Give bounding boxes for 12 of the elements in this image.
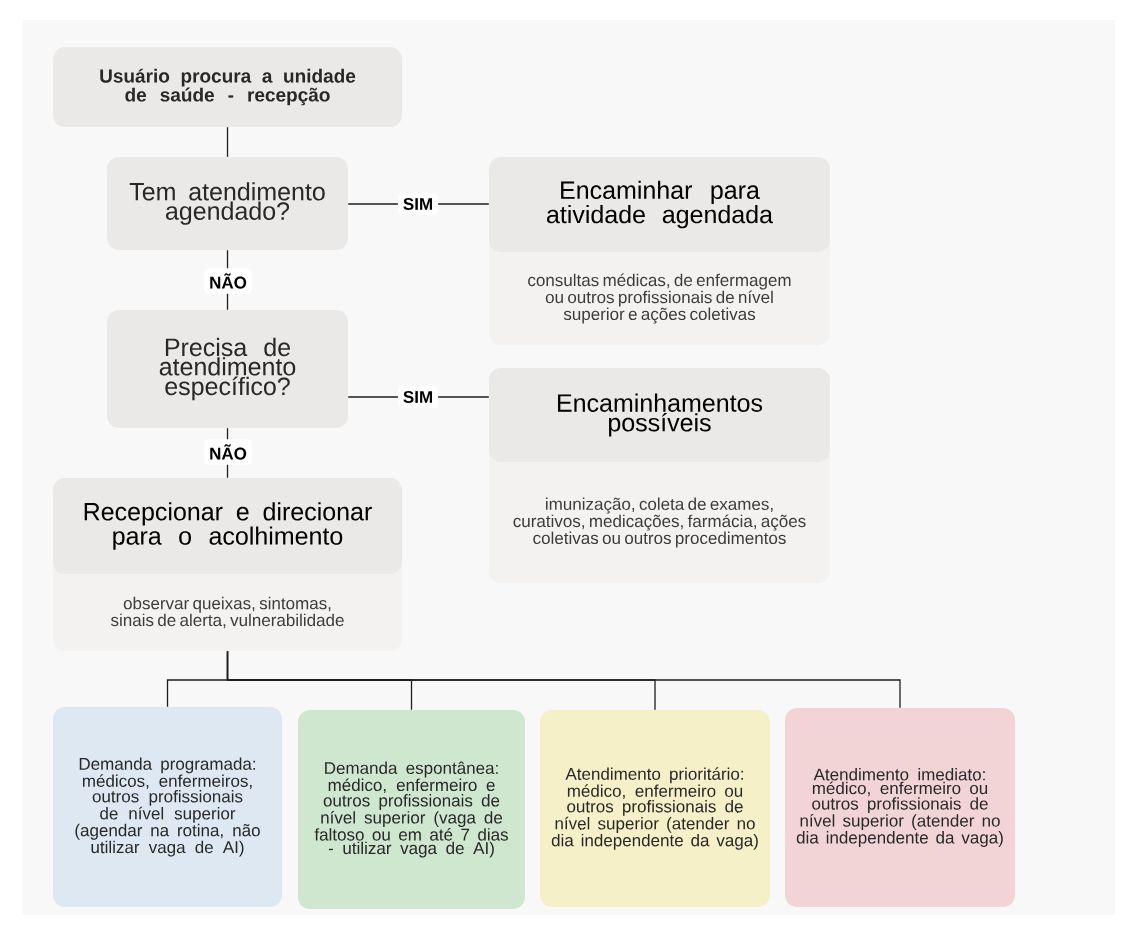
outcome-box: Demanda espontânea: médico, enfermeiro e outros profissionais de nível superior (vaga de faltoso ou em até 7 dias - utilizar vaga de AI) [298, 710, 525, 909]
outcome-box: Demanda programada: médicos, enfermeiros, outros profissionais de nível superior (agendar na rotina, não utilizar vaga de AI) [53, 707, 282, 907]
process-box: Recepcionar e direcionar para o acolhimento observar queixas, sintomas, sinais de alerta, vulnerabilidade [53, 478, 402, 651]
start-box: Usuário procura a unidade de saúde - recepção [53, 47, 402, 127]
edge-label: NÃO [204, 268, 252, 294]
outcome-box: Atendimento prioritário: médico, enfermeiro ou outros profissionais de nível superior (atender no dia independente da vaga) [540, 710, 770, 907]
decision-box: Precisa de atendimento específico? [107, 310, 348, 428]
decision-box: Tem atendimento agendado? [107, 157, 348, 250]
outcome-box: Atendimento imediato: médico, enfermeiro ou outros profissionais de nível superior (atender no dia independente da vaga) [785, 708, 1015, 907]
edge-label: NÃO [204, 439, 252, 465]
process-box: Encaminhamentos possíveis imunização, coleta de exames, curativos, medicações, farmácia, ações coletivas ou outros procedimentos [489, 368, 830, 583]
process-box: Encaminhar para atividade agendada consultas médicas, de enfermagem ou outros profissionais de nível superior e ações coletivas [489, 157, 830, 345]
